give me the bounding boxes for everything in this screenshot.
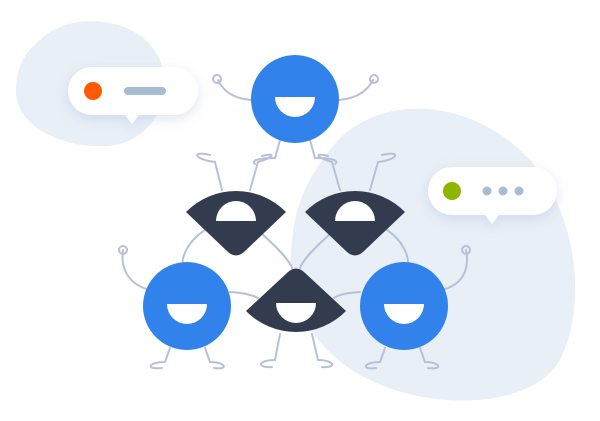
smile-icon bbox=[275, 97, 315, 117]
background-blob-right bbox=[290, 108, 576, 401]
ellipsis-icon bbox=[482, 186, 524, 196]
character-dark-left bbox=[186, 190, 286, 256]
status-dot-icon bbox=[84, 82, 102, 100]
character-blue-left bbox=[143, 262, 231, 350]
character-dark-right bbox=[305, 190, 405, 256]
character-top-blue bbox=[251, 55, 339, 143]
chat-bubble-right bbox=[428, 167, 557, 224]
character-dark-bottom bbox=[246, 268, 346, 333]
status-dot-icon bbox=[443, 182, 461, 200]
limbs bbox=[118, 74, 471, 370]
character-blue-right bbox=[360, 262, 448, 350]
